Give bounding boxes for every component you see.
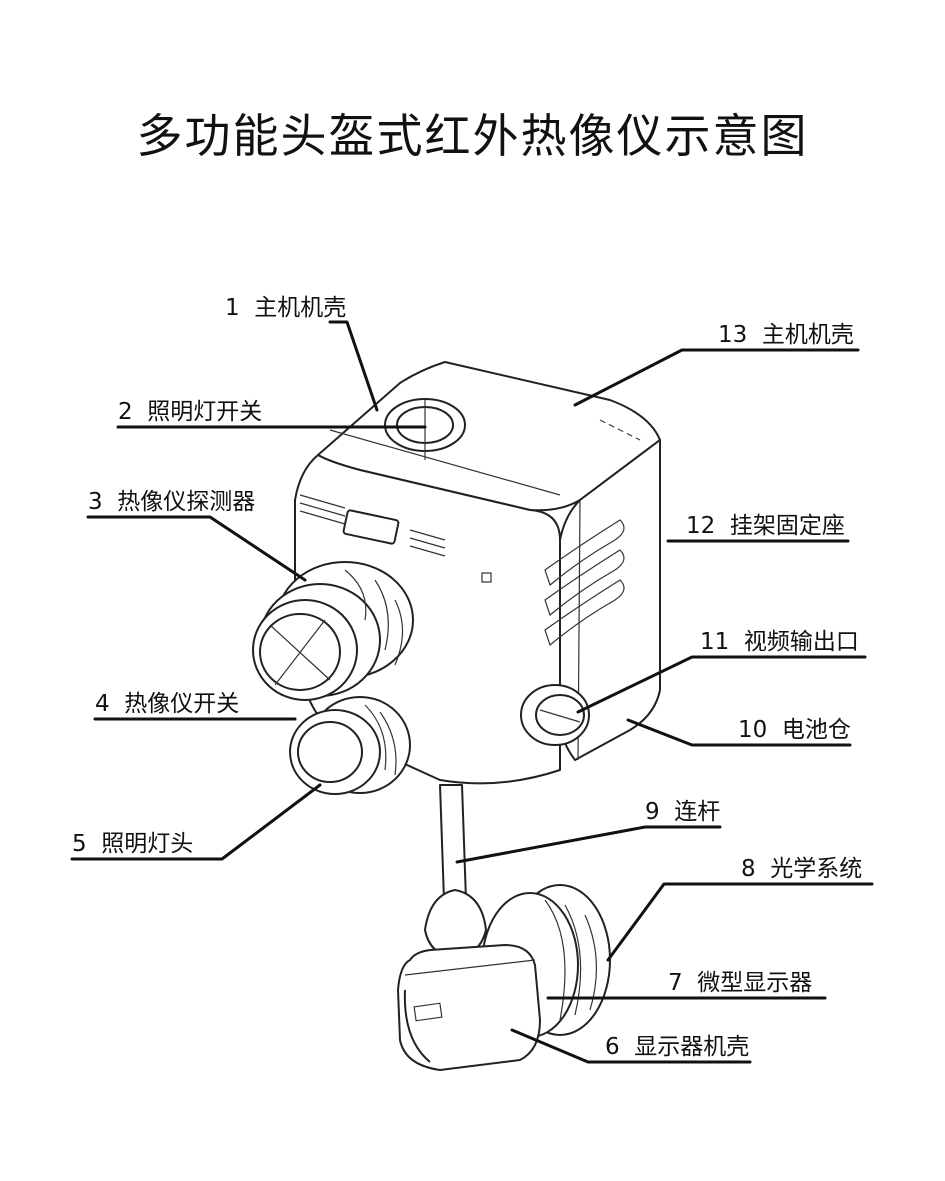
callout-5: 5 照明灯头 (72, 830, 193, 858)
leader-line-5 (70, 783, 322, 861)
leader-line-6 (510, 1028, 752, 1064)
leader-line-10 (626, 718, 852, 747)
callout-number: 1 (225, 295, 240, 321)
callout-number: 10 (738, 717, 768, 743)
callout-label: 挂架固定座 (729, 513, 845, 539)
callout-label: 热像仪探测器 (117, 489, 256, 515)
callout-2: 2 照明灯开关 (118, 398, 262, 426)
callout-number: 6 (605, 1034, 620, 1060)
leader-line-1 (328, 320, 379, 412)
callout-label: 主机机壳 (761, 322, 854, 348)
leader-line-8 (606, 882, 874, 962)
callout-13: 13 主机机壳 (718, 321, 854, 349)
callout-4: 4 热像仪开关 (95, 690, 239, 718)
callout-label: 主机机壳 (254, 295, 347, 321)
callout-9: 9 连杆 (645, 798, 720, 826)
callout-label: 显示器机壳 (634, 1034, 750, 1060)
video-output-port (520, 684, 590, 746)
callout-number: 11 (700, 629, 730, 655)
callout-10: 10 电池仓 (738, 716, 851, 744)
callout-label: 视频输出口 (743, 629, 859, 655)
leader-line-11 (576, 655, 867, 714)
leader-lines (70, 320, 874, 1064)
callout-12: 12 挂架固定座 (686, 512, 845, 540)
callout-3: 3 热像仪探测器 (88, 488, 255, 516)
leader-line-13 (573, 348, 860, 407)
callout-number: 9 (645, 799, 660, 825)
callout-label: 热像仪开关 (124, 691, 240, 717)
callout-label: 照明灯开关 (147, 399, 263, 425)
illumination-head (289, 696, 411, 795)
callout-label: 光学系统 (770, 856, 863, 882)
connecting-rod (424, 784, 487, 959)
callout-number: 3 (88, 489, 103, 515)
callout-number: 8 (741, 856, 756, 882)
callout-number: 7 (668, 970, 683, 996)
callout-1: 1 主机机壳 (225, 294, 346, 322)
main-housing (294, 361, 661, 785)
callout-6: 6 显示器机壳 (605, 1033, 749, 1061)
callout-number: 12 (686, 513, 716, 539)
callout-label: 连杆 (674, 799, 721, 825)
callout-11: 11 视频输出口 (700, 628, 859, 656)
callout-label: 照明灯头 (101, 831, 194, 857)
leader-line-3 (86, 515, 307, 582)
callout-8: 8 光学系统 (741, 855, 862, 883)
callout-number: 4 (95, 691, 110, 717)
callout-number: 13 (718, 322, 748, 348)
callout-label: 电池仓 (781, 717, 851, 743)
callout-7: 7 微型显示器 (668, 969, 812, 997)
diagram-title: 多功能头盔式红外热像仪示意图 (136, 109, 809, 163)
callout-number: 5 (72, 831, 87, 857)
callout-label: 微型显示器 (697, 970, 813, 996)
light-switch (384, 398, 466, 460)
callout-number: 2 (118, 399, 133, 425)
thermal-detector-lens (252, 561, 414, 701)
leader-line-9 (455, 825, 722, 864)
